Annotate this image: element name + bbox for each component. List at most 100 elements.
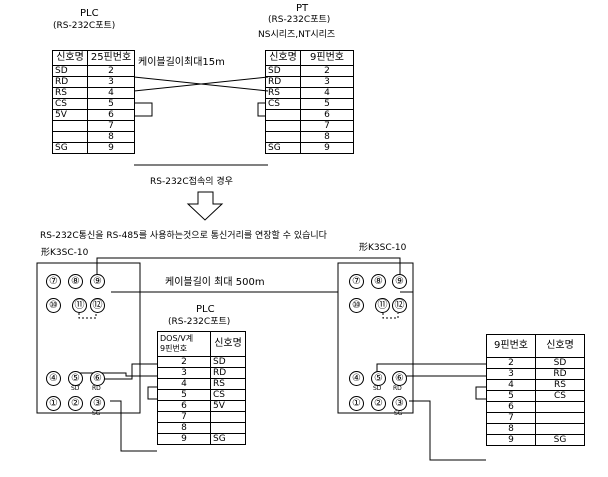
terminal-7-left: ⑦ — [46, 274, 61, 289]
cell-signal — [52, 131, 88, 143]
terminal-10-right: ⑩ — [349, 298, 364, 313]
cell-pin: 7 — [157, 411, 211, 423]
header-pin: 25핀번호 — [87, 50, 135, 66]
cell-signal — [210, 422, 246, 434]
cell-pin: 2 — [157, 356, 211, 368]
cell-pin: 7 — [486, 412, 536, 424]
cell-pin: 8 — [87, 131, 135, 143]
cell-pin: 9 — [300, 142, 354, 154]
cell-pin: 3 — [300, 76, 354, 88]
table-row: 8 — [157, 422, 246, 434]
cell-signal — [265, 120, 301, 132]
plc-top-title: PLC — [80, 8, 99, 19]
cell-signal: CS — [210, 389, 246, 401]
table-row: 7 — [265, 120, 354, 132]
cell-pin: 9 — [87, 142, 135, 154]
terminal-sg-label-left: SG — [92, 410, 101, 417]
cell-pin: 6 — [157, 400, 211, 412]
header-pin: 9핀번호 — [486, 334, 536, 358]
cell-signal — [52, 120, 88, 132]
cell-signal: RS — [265, 87, 301, 99]
cell-pin: 7 — [300, 120, 354, 132]
wire-left-sg — [110, 400, 157, 452]
cell-signal — [265, 131, 301, 143]
terminal-2-right: ② — [371, 396, 386, 411]
header-signal: 신호명 — [535, 334, 585, 358]
terminal-9-left: ⑨ — [90, 274, 105, 289]
terminal-3-right: ③ — [392, 396, 407, 411]
cable-length-bottom-label: 케이블길이 최대 500m — [165, 277, 265, 288]
terminal-6-right: ⑥ — [392, 371, 407, 386]
terminal-rd-label-right: RD — [393, 385, 402, 392]
cell-signal: CS — [52, 98, 88, 110]
header-pin: DOS/V계 9핀번호 — [157, 331, 211, 357]
cell-pin: 5 — [300, 98, 354, 110]
table-row: 6 — [486, 401, 585, 413]
cell-pin: 8 — [157, 422, 211, 434]
wire-right-rs-cs-loop — [475, 386, 486, 400]
bus-line-upper — [96, 257, 401, 274]
table-row: 7 — [157, 411, 246, 423]
header-pin: 9핀번호 — [300, 50, 354, 66]
header-pin-line2: 9핀번호 — [160, 344, 188, 353]
header-pin-line1: DOS/V계 — [160, 334, 194, 343]
cable-length-top-label: 케이블길이최대15m — [138, 57, 225, 68]
table-row: 7 — [486, 412, 585, 424]
terminal-8-right: ⑧ — [371, 274, 386, 289]
cell-pin: 4 — [300, 87, 354, 99]
terminal-9-right: ⑨ — [392, 274, 407, 289]
cell-pin: 6 — [300, 109, 354, 121]
cell-signal: CS — [535, 390, 585, 402]
caption-rs232c: RS-232C접속의 경우 — [150, 177, 233, 187]
cell-pin: 8 — [486, 423, 536, 435]
cell-pin: 7 — [87, 120, 135, 132]
loopback-rs-cs-left — [134, 102, 153, 117]
terminal-12-left: ⑫ — [90, 298, 105, 313]
table-row: 8 — [265, 131, 354, 143]
cell-signal: SG — [210, 433, 246, 445]
terminal-1-right: ① — [349, 396, 364, 411]
cell-pin: 9 — [486, 434, 536, 446]
terminal-10-left: ⑩ — [46, 298, 61, 313]
wire-right-rd — [397, 375, 486, 386]
converter-right-box — [337, 262, 414, 414]
terminal-8-left: ⑧ — [68, 274, 83, 289]
cell-signal: SD — [265, 65, 301, 77]
cell-pin: 5 — [87, 98, 135, 110]
cell-signal: RD — [52, 76, 88, 88]
header-signal: 신호명 — [52, 50, 88, 66]
cell-pin: 4 — [157, 378, 211, 390]
cell-signal: SD — [52, 65, 88, 77]
cell-pin: 3 — [486, 368, 536, 380]
terminal-12-right: ⑫ — [392, 298, 407, 313]
cell-signal: RD — [265, 76, 301, 88]
cell-signal — [210, 411, 246, 423]
wire-left-rd — [96, 363, 157, 386]
terminal-1-left: ① — [46, 396, 61, 411]
cell-signal — [535, 412, 585, 424]
cell-signal — [535, 401, 585, 413]
terminal-3-left: ③ — [90, 396, 105, 411]
loopback-rs-cs-right — [257, 102, 266, 117]
converter-left-label: 形K3SC-10 — [41, 248, 89, 258]
terminal-11-right: ⑪ — [375, 298, 390, 313]
cell-pin: 6 — [87, 109, 135, 121]
cell-pin: 4 — [87, 87, 135, 99]
terminal-rd-label-left: RD — [92, 385, 101, 392]
terminal-6-left: ⑥ — [90, 371, 105, 386]
cell-signal: SG — [52, 142, 88, 154]
